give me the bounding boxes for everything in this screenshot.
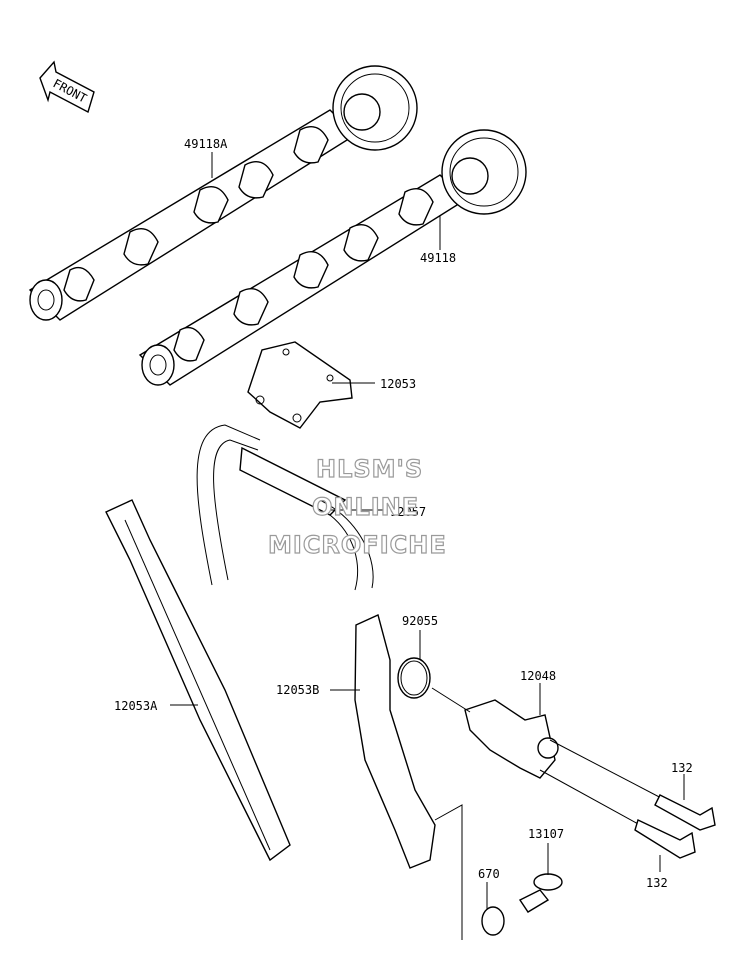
watermark-line-3: MICROFICHE (268, 531, 447, 559)
tensioner-12048 (431, 687, 559, 779)
part-label-13107[interactable]: 13107 (528, 827, 564, 841)
cam-chain-92057 (196, 424, 374, 591)
part-label-12053b[interactable]: 12053B (276, 683, 319, 697)
part-label-49118[interactable]: 49118 (420, 251, 456, 265)
chain-guide-12053a (105, 499, 291, 862)
part-label-49118a[interactable]: 49118A (184, 137, 228, 151)
chain-guide-12053 (247, 341, 353, 429)
part-label-12048[interactable]: 12048 (520, 669, 556, 683)
part-label-12053a[interactable]: 12053A (114, 699, 158, 713)
part-label-92057[interactable]: 92057 (390, 505, 426, 519)
watermark-line-2: ONLINE (312, 493, 419, 521)
part-label-92055[interactable]: 92055 (402, 614, 438, 628)
part-label-132-lower[interactable]: 132 (646, 876, 668, 890)
bolt-132-lower (539, 769, 696, 859)
watermark: HLSM'S ONLINE MICROFICHE (267, 454, 447, 559)
tensioner-guide-12053b (354, 614, 436, 869)
o-ring-92055 (397, 657, 431, 699)
part-label-670[interactable]: 670 (478, 867, 500, 881)
camshaft-49118 (138, 129, 527, 386)
bolt-132-upper (549, 739, 716, 831)
camshaft-49118a (28, 65, 418, 321)
bolt-13107 (518, 873, 563, 913)
leader-lines (170, 152, 685, 940)
front-arrow-icon: FRONT (39, 60, 95, 114)
washer-670 (481, 906, 505, 936)
part-label-12053[interactable]: 12053 (380, 377, 416, 391)
part-label-132-upper[interactable]: 132 (671, 761, 693, 775)
watermark-line-1: HLSM'S (316, 455, 423, 483)
